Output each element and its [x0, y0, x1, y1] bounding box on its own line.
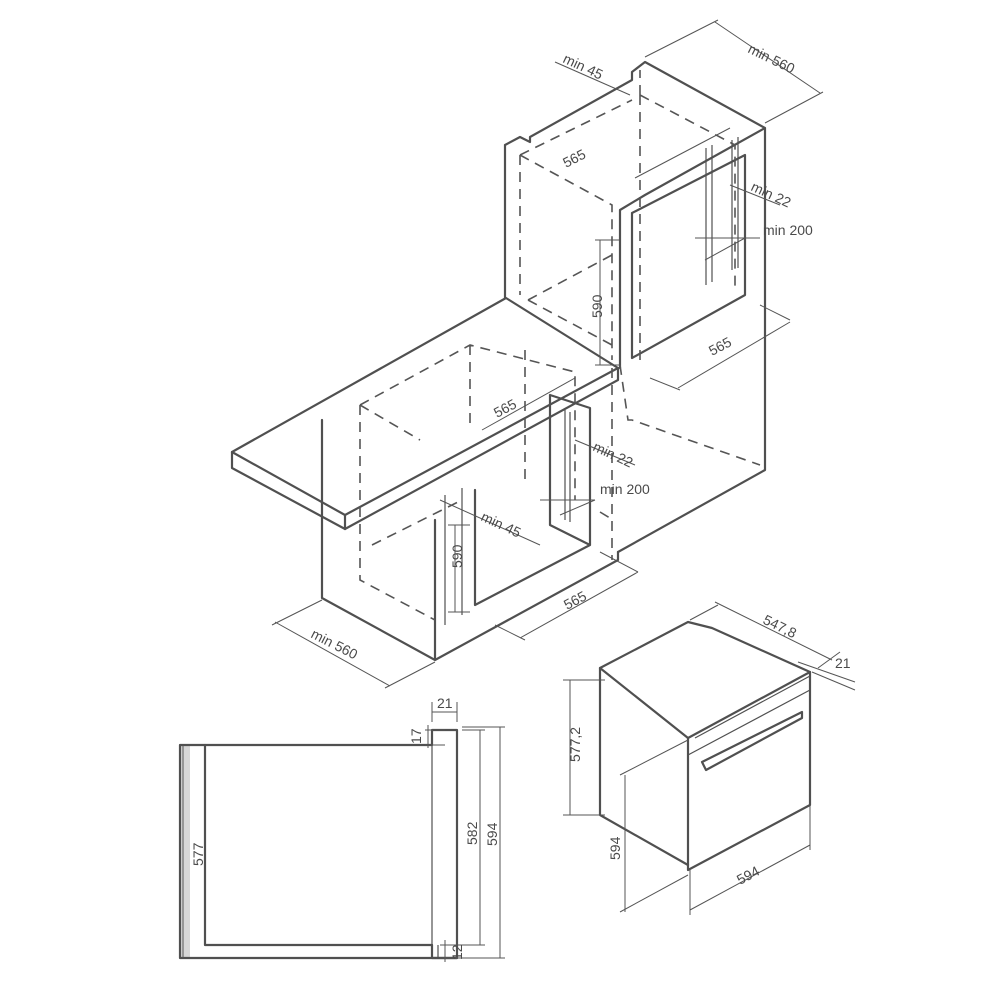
oven-body-top	[598, 620, 812, 740]
dim-label-vent-tall: min 200	[763, 222, 813, 238]
dim-label-step-17: 17	[408, 728, 424, 744]
base-cabinet-niche-rails	[444, 410, 571, 625]
dim-line-vent-tall	[695, 237, 760, 261]
oven-side-outline	[178, 728, 459, 960]
base-cabinet-niche	[473, 393, 592, 607]
dim-line-door-21	[431, 702, 458, 722]
oven-side-front-bar	[203, 743, 434, 947]
dim-line-depth-547	[689, 601, 841, 669]
dim-line-front-gap-tall	[729, 184, 781, 206]
dim-line-door-21-iso	[797, 661, 856, 691]
dim-line-offset-12	[440, 940, 462, 962]
oven-side-door-edge	[431, 745, 439, 958]
dim-label-top-gap-tall: min 45	[561, 50, 606, 82]
dim-line-depth-top	[644, 19, 824, 124]
dim-line-total-594	[462, 726, 505, 959]
dim-label-depth-base: min 560	[309, 625, 361, 662]
dim-label-door-21: 21	[437, 695, 453, 711]
dim-label-depth-top: min 560	[746, 40, 798, 76]
countertop-front-face	[230, 450, 347, 531]
cabinet-assembly: min 560 min 45 565 min 22 min 200 590 56…	[230, 19, 824, 689]
countertop-top-face	[230, 296, 620, 517]
dim-line-niche-depth-base	[494, 551, 639, 641]
dim-line-niche-width-base	[481, 377, 576, 431]
dim-label-niche-depth-base: 565	[561, 587, 589, 612]
dim-label-offset-12: 12	[449, 944, 465, 960]
dim-label-total-594: 594	[484, 822, 500, 846]
dim-line-inner-582	[462, 729, 485, 946]
dim-line-depth-base	[271, 599, 436, 689]
dim-label-vent-base: min 200	[600, 481, 650, 497]
dim-line-total-594-iso	[619, 739, 689, 913]
dim-label-niche-height-tall: 590	[589, 294, 605, 318]
dim-line-step-17	[425, 725, 445, 748]
dim-label-body-577: 577	[190, 842, 206, 866]
countertop-side-face	[343, 366, 620, 531]
hidden-edges-base	[359, 344, 613, 621]
dim-line-niche-depth-tall	[649, 304, 791, 391]
dim-line-top-gap-base	[439, 499, 541, 546]
dim-label-total-594-iso: 594	[607, 836, 623, 860]
oven-control-band	[687, 675, 811, 756]
oven-front-panel	[686, 670, 812, 872]
dim-line-width-594	[689, 805, 811, 915]
oven-door-handle	[700, 710, 804, 772]
dim-label-inner-582: 582	[464, 821, 480, 845]
tall-cabinet-niche-rails	[619, 137, 739, 368]
dim-label-depth-547: 547,8	[761, 611, 800, 641]
dim-label-niche-height-base: 590	[449, 544, 465, 568]
dim-label-front-gap-tall: min 22	[749, 178, 794, 210]
oven-iso-view: 547,8 21 577,2 594 594	[563, 601, 856, 915]
dim-line-front-gap-base	[574, 439, 636, 466]
dim-label-niche-width-tall: 565	[560, 146, 588, 171]
tall-cabinet-outline	[503, 60, 767, 554]
dim-line-niche-width-tall	[634, 127, 731, 179]
dim-line-top-gap	[554, 61, 631, 96]
base-cabinet-outline	[320, 418, 620, 662]
hidden-edges-tall	[519, 70, 761, 466]
dim-line-vent-base	[540, 499, 596, 516]
dim-line-niche-height-tall	[595, 239, 620, 366]
dim-label-top-gap-base: min 45	[479, 508, 524, 540]
oven-body-side	[598, 666, 690, 867]
dim-label-body-577-iso: 577,2	[567, 727, 583, 762]
dim-label-door-21-iso: 21	[835, 655, 851, 671]
dim-line-niche-height-base	[448, 524, 470, 613]
dim-line-body-577-iso	[563, 679, 605, 816]
dim-label-niche-depth-tall: 565	[706, 333, 734, 358]
dim-label-niche-width-base: 565	[491, 395, 519, 420]
tall-cabinet-front-niche	[630, 153, 747, 360]
oven-side-view: 21 17 577 582 594 12	[178, 695, 505, 962]
side-shadow	[180, 745, 190, 958]
dim-label-front-gap-base: min 22	[591, 438, 636, 470]
